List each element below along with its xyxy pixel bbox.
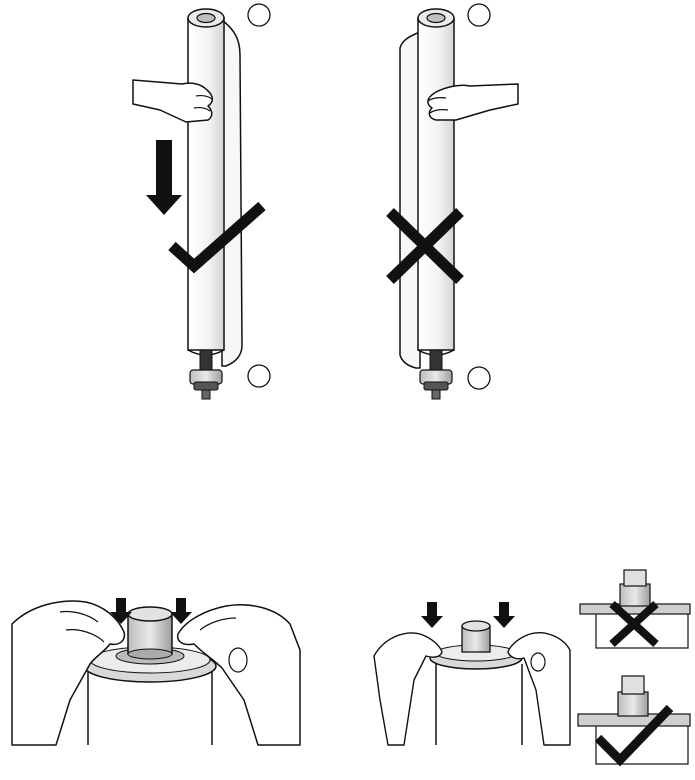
hub-cap — [128, 607, 172, 659]
paper-roll — [188, 18, 224, 350]
panel-press-hub — [12, 598, 300, 745]
panel-correct-loading — [133, 4, 270, 399]
hand-right-holding — [428, 84, 518, 120]
callout-circle-top — [468, 4, 490, 26]
paper-sheet — [222, 20, 242, 366]
down-arrow-icon — [146, 140, 182, 215]
hand-right-pressing — [508, 633, 570, 745]
spindle-hub — [420, 350, 452, 399]
hand-left-pressing — [374, 633, 442, 745]
paper-roll — [418, 18, 454, 350]
hand-left-holding — [133, 80, 212, 122]
callout-circle-bottom — [468, 367, 490, 389]
hub-cap — [462, 621, 490, 652]
callout-circle-bottom — [248, 365, 270, 387]
inset-incorrect — [580, 570, 690, 648]
down-arrow-icon — [493, 602, 515, 628]
inset-correct — [578, 676, 690, 764]
paper-sheet — [400, 32, 420, 368]
panel-incorrect-loading — [390, 4, 518, 399]
spindle-hub — [190, 350, 222, 399]
down-arrow-icon — [170, 598, 192, 624]
down-arrow-icon — [421, 602, 443, 628]
roll-core-hole — [197, 14, 215, 23]
callout-circle-top — [248, 4, 270, 26]
roll-core-hole — [427, 14, 445, 23]
panel-press-hub-detail — [374, 570, 690, 764]
